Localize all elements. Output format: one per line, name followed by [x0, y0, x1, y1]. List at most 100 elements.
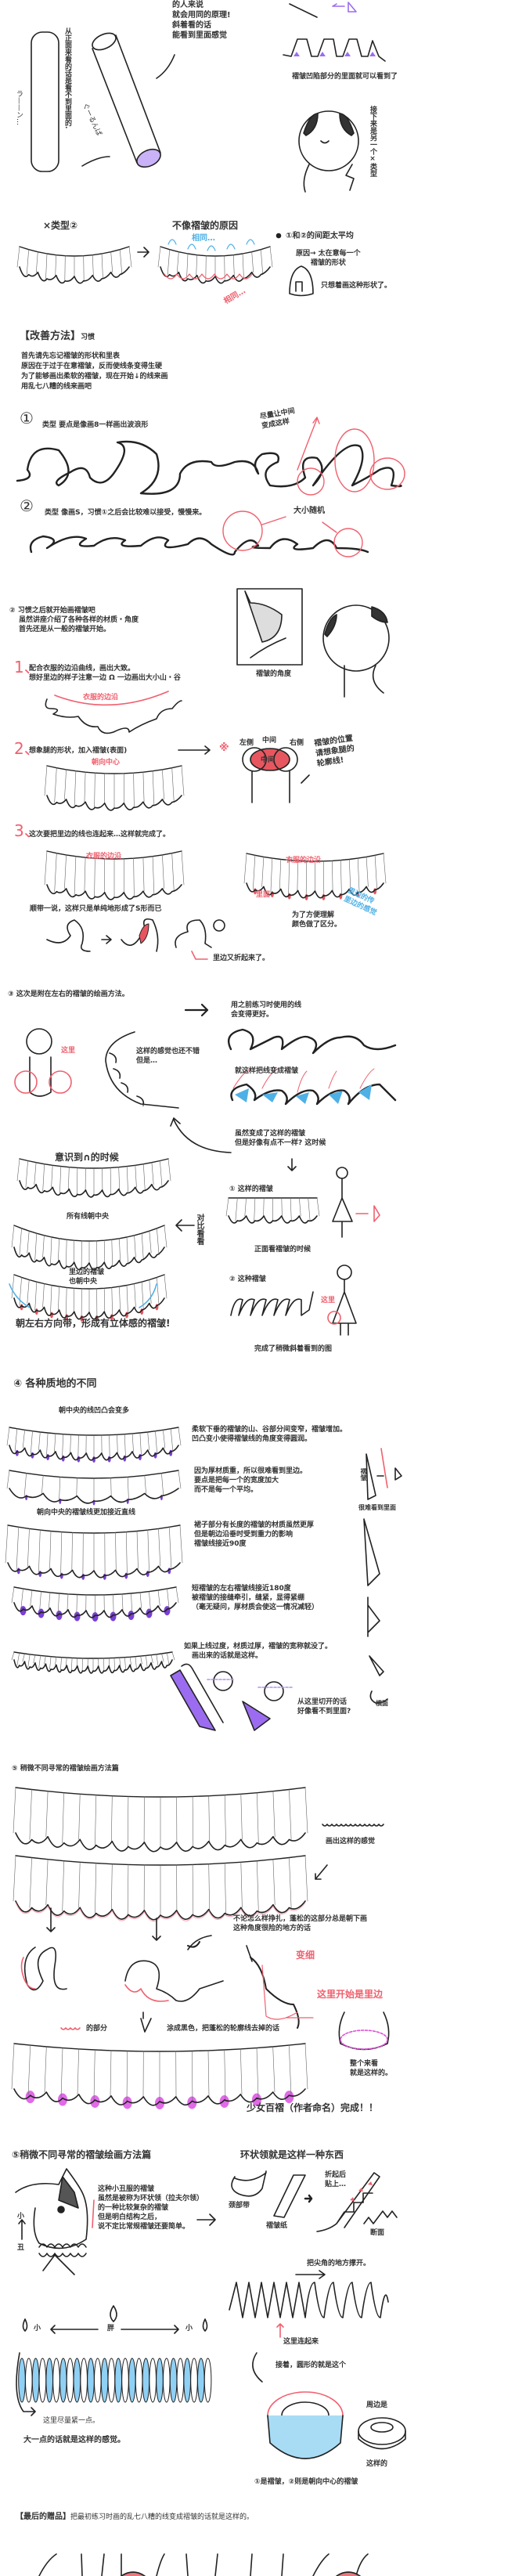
intro-note: 的人来说 就会用同的原理! 斜着看的话 能看到里面感觉	[172, 0, 231, 41]
ruffle-stroke	[7, 1562, 181, 1578]
note-line: 会变得更好。	[231, 1011, 274, 1019]
small-left-label: 小	[34, 2325, 41, 2332]
ruffle-stroke	[19, 246, 130, 257]
ruffle-stroke	[9, 1488, 179, 1504]
ruff-fold	[94, 2358, 102, 2403]
side-conclusion: 朝左右方向带，形成有立体感的褶皱!	[16, 1318, 171, 1329]
note-line: 不论怎么样挣扎，蓬松的这部分总是朝下画	[233, 1915, 368, 1923]
clown-small-label: 小	[17, 2213, 25, 2221]
type1-label: 类型 要点是像画8一样画出波浪形	[42, 421, 149, 429]
ruffle-stroke	[5, 1524, 183, 1576]
thick-ruffle	[6, 1470, 182, 1506]
fold-inner-shading	[90, 2095, 100, 2109]
ruffle-stroke	[11, 1586, 179, 1616]
box-caption: 褶皱的角度	[256, 670, 292, 678]
section-label: 断面	[370, 2229, 385, 2237]
feel-label: 画出这样的感觉	[326, 1838, 376, 1845]
ruffle-stroke	[13, 1659, 173, 1674]
arrow-icon	[137, 247, 149, 258]
aware-title: 意识到∩的时候	[55, 1152, 119, 1163]
tight-ruffle	[11, 1586, 179, 1622]
step3-colored-ruffle-drawing	[243, 853, 387, 900]
ruffle-type2-label: ② 这种褶皱	[229, 1275, 266, 1283]
sfx-left: ラ——ン…	[15, 90, 23, 125]
note-line: 颜色做了区分。	[292, 921, 342, 929]
ruffle-stroke	[11, 2043, 308, 2102]
ruff-fold	[128, 2358, 136, 2403]
curved-arrow	[170, 1117, 232, 1153]
ruffle-stroke	[44, 765, 185, 809]
fold-inner-shading	[20, 1606, 27, 1616]
ruff-fold	[203, 2358, 212, 2403]
note-line: 斜着看的话	[172, 21, 211, 30]
ruff-fold	[107, 2358, 116, 2403]
note-line: 说不定比常规褶皱还要简单。	[98, 2223, 190, 2231]
edge-label-2: 衣服的边沿	[86, 853, 122, 860]
paragraph-line: 原因在于过于在意褶皱，反而使线条变得生硬	[21, 363, 163, 370]
single-fold-shape	[289, 265, 314, 297]
note-line: 但是朝边沿垂时受到重力的影响	[194, 1531, 294, 1539]
ruffle-stroke	[46, 795, 182, 811]
fold-inner-shading	[92, 1612, 99, 1622]
bad-ruffle-annotated-drawing	[157, 246, 273, 284]
make-ruffle-note: 就这样把线变成褶皱	[235, 1067, 299, 1075]
ruffle-stroke	[9, 1427, 179, 1436]
big-ruffle-drawing	[13, 1787, 308, 1853]
ring-legend: ①是褶皱，②则是朝向中心的褶皱	[254, 2478, 358, 2486]
ruffle-stroke	[160, 246, 271, 257]
detail-shapes	[20, 1907, 390, 2051]
reason-title: 不像褶皱的原因	[172, 220, 239, 231]
ruffle-stroke	[13, 1297, 165, 1320]
step1-text: 配合衣服的边沿曲线，画出大致。 想好里边的样子注意一边 Ω 一边画出大小山・谷	[29, 664, 181, 683]
skirt-ruffle	[5, 1524, 183, 1580]
wave-ruffle-line	[230, 1068, 397, 1106]
arrow-icon	[196, 2213, 216, 2226]
note-line: 虽然是被称为环状领（拉夫尔领）	[98, 2195, 204, 2203]
ruffle-stroke	[19, 266, 130, 284]
step2-ruffle-drawing	[44, 765, 185, 811]
loop-icons	[22, 2305, 208, 2332]
edge-label: 衣服的边沿	[83, 694, 119, 702]
ruff-fold	[59, 2358, 67, 2403]
inner-center-label: 里边的褶皱 也朝中央	[69, 1268, 104, 1286]
fold-inner-shading	[58, 2093, 67, 2106]
same-label-blue: 相同…	[192, 234, 215, 243]
improve-title: 【改善方法】习惯	[20, 330, 95, 343]
side-ruffle-arc	[105, 1031, 179, 1109]
face-note: 接下来是另一个×类型	[369, 106, 376, 177]
all-center-label: 所有线朝中央	[67, 1213, 110, 1221]
center-more-label: 朝中央的线凹凸会变多	[59, 1407, 130, 1415]
tube-tilted-drawing	[81, 32, 175, 168]
fold-angle-box	[236, 588, 303, 666]
character-face-drawing	[298, 110, 359, 193]
bad-ruffle-drawing	[16, 246, 132, 284]
fold-note: 折起后 贴上…	[325, 2170, 346, 2189]
ruffle-stroke	[13, 1586, 177, 1596]
type2-practice-label: 类型 像画S，习惯①之后会比较难以接受，慢慢来。	[45, 509, 207, 517]
edge-label-3: 衣服的边沿	[286, 857, 322, 864]
only-shape-note: 只想着画这种形状了。	[321, 282, 392, 290]
ruffle-stroke	[16, 1158, 171, 1196]
tube-front-caption: 从正面来看的话是看不到里面的.	[63, 27, 71, 129]
then-round-note: 接着，圆形的就是这个	[276, 2361, 347, 2369]
practice-line-type1	[16, 440, 402, 495]
ruff-fold	[18, 2358, 26, 2403]
ruffle-stroke	[6, 1427, 182, 1459]
girl-pleat-ruffle	[11, 2043, 308, 2109]
feels-ok-note: 这样的感觉也还不错 但是…	[136, 1047, 200, 1066]
fold-inner-shading	[56, 1611, 63, 1621]
ruffle-stroke	[11, 1274, 167, 1318]
side-ruffle-zigzag	[230, 1291, 314, 1316]
s-shape-examples	[46, 918, 225, 960]
ruffle-stroke	[228, 1215, 318, 1224]
ruff-fold	[87, 2358, 95, 2403]
ruffle-stroke	[11, 1651, 175, 1672]
tube-front-drawing	[31, 31, 59, 172]
ruff-fold	[149, 2358, 157, 2403]
fold-inner-shading	[110, 1611, 117, 1622]
note-line: 用之前练习时使用的线	[231, 1001, 302, 1009]
note-line: 的一种比较复杂的褶皱	[98, 2204, 169, 2212]
part-label: 的部分	[86, 2025, 108, 2033]
improve-title-text: 【改善方法】	[20, 330, 81, 342]
